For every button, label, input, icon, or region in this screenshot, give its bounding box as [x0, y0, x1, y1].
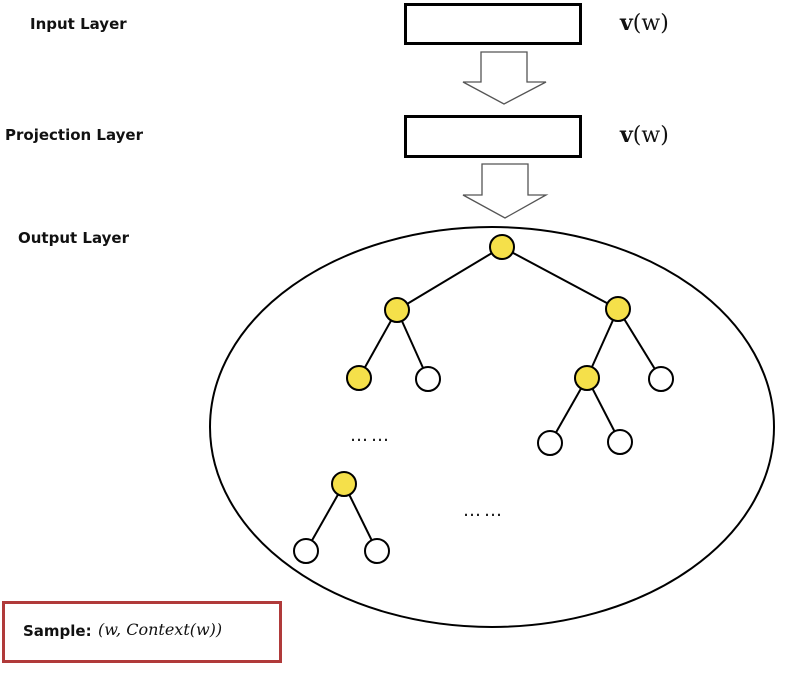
projection-vector-label: v(w) [620, 122, 669, 148]
tree-inner-node [384, 297, 410, 323]
tree-leaf-node [648, 366, 674, 392]
tree-inner-node [605, 296, 631, 322]
sample-box: Sample: (w, Context(w)) [2, 601, 282, 663]
tree-inner-node [331, 471, 357, 497]
output-layer-ellipse [209, 226, 775, 628]
tree-nodes [293, 234, 674, 564]
tree-leaf-node [364, 538, 390, 564]
tree-leaf-node [293, 538, 319, 564]
down-arrow-2 [462, 163, 549, 219]
projection-layer-label: Projection Layer [5, 126, 143, 144]
tree-inner-node [574, 365, 600, 391]
tree-root-node [489, 234, 515, 260]
tree-inner-node [346, 365, 372, 391]
down-arrow-1 [462, 51, 547, 105]
input-layer-box [404, 3, 582, 45]
input-layer-label: Input Layer [30, 15, 127, 33]
sample-label: Sample: [23, 622, 92, 640]
tree-leaf-node [415, 366, 441, 392]
tree-leaf-node [537, 430, 563, 456]
tree-leaf-node [607, 429, 633, 455]
sample-value: (w, Context(w)) [98, 620, 223, 639]
tree-ellipsis-right: …… [463, 500, 505, 521]
tree-ellipsis-left: …… [350, 425, 392, 446]
projection-layer-box [404, 115, 582, 158]
output-layer-label: Output Layer [18, 229, 129, 247]
input-vector-label: v(w) [620, 10, 669, 36]
